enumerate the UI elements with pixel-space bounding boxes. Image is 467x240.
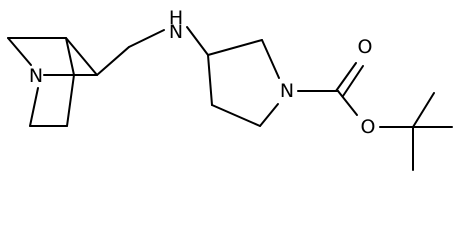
quinuclidine-ring <box>7 37 130 127</box>
atom-labels: H N N N O O <box>29 7 376 138</box>
bond <box>259 103 279 127</box>
bond <box>412 92 435 128</box>
bond <box>7 37 32 66</box>
bond <box>211 104 261 127</box>
carbonyl-bond <box>342 65 364 97</box>
carbonyl-bond <box>335 62 357 92</box>
ester-o-label: O <box>361 116 376 138</box>
bond <box>337 90 358 116</box>
bond <box>65 37 98 76</box>
carbonyl-o-label: O <box>358 36 373 58</box>
molecule-diagram: H N N N O O <box>7 7 453 171</box>
bond <box>128 29 165 48</box>
bond <box>207 54 213 106</box>
pyrrolidine-ring <box>207 39 280 127</box>
bond <box>186 26 209 56</box>
bond <box>66 74 75 127</box>
bond <box>96 46 130 76</box>
bond <box>207 39 263 56</box>
bond <box>65 37 75 76</box>
amine-linker <box>128 26 209 56</box>
pyrrolidine-n-label: N <box>280 80 294 102</box>
bond <box>29 87 39 127</box>
boc-group <box>297 62 453 171</box>
amine-nh-label: H <box>169 7 183 29</box>
bridgehead-n-label: N <box>29 65 43 87</box>
bond <box>261 39 280 79</box>
amine-n-label: N <box>169 21 183 43</box>
